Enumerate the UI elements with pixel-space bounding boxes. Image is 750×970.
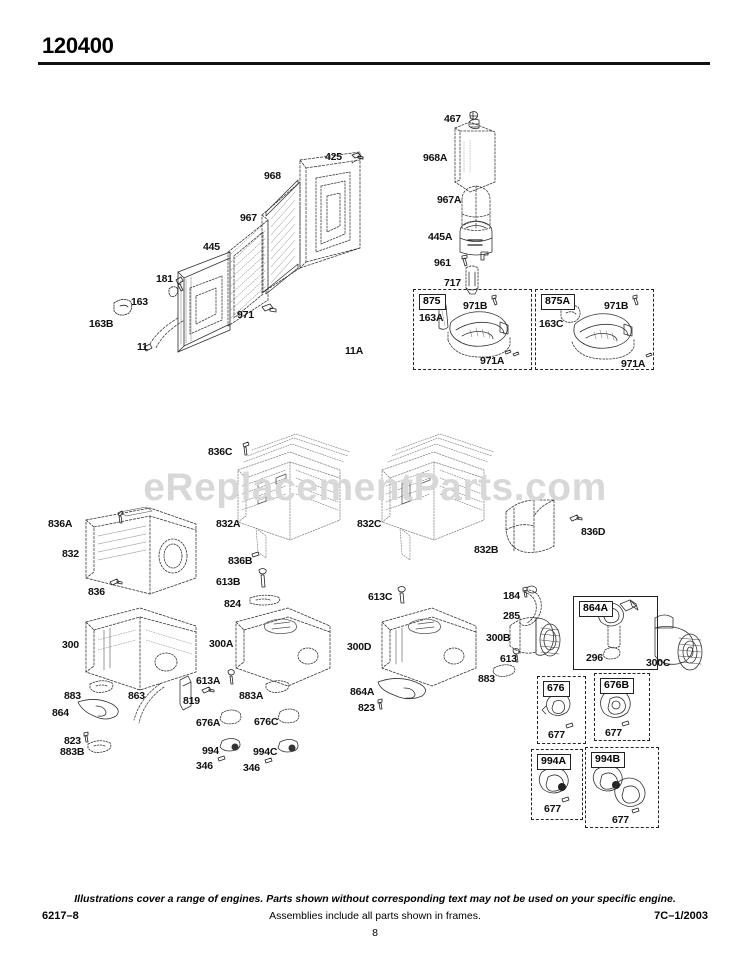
part-callout-971A: 971A (480, 355, 505, 367)
part-callout-300A: 300A (209, 638, 234, 650)
part-callout-971B: 971B (463, 300, 488, 312)
part-callout-883A: 883A (239, 690, 264, 702)
part-callout-968A: 968A (423, 152, 448, 164)
part-callout-836D: 836D (581, 526, 606, 538)
assembly-frame-676B: 676B (594, 673, 650, 741)
part-callout-181: 181 (156, 273, 173, 285)
footer-center-note: Assemblies include all parts shown in fr… (269, 910, 481, 922)
part-callout-445: 445 (203, 241, 220, 253)
part-callout-836B: 836B (228, 555, 253, 567)
footer-left-code: 6217–8 (42, 910, 79, 922)
part-callout-677: 677 (544, 803, 561, 815)
part-callout-300C: 300C (646, 657, 671, 669)
part-callout-445A: 445A (428, 231, 453, 243)
part-callout-971A: 971A (621, 358, 646, 370)
part-callout-971: 971 (237, 309, 254, 321)
part-callout-823: 823 (358, 702, 375, 714)
page-title: 120400 (42, 33, 114, 58)
frame-label-864A: 864A (579, 601, 614, 617)
assembly-frame-994A: 994A (531, 749, 583, 820)
part-callout-346: 346 (243, 762, 260, 774)
title-divider (38, 62, 710, 65)
assembly-frame-875A: 875A (535, 289, 654, 370)
part-callout-836: 836 (88, 586, 105, 598)
part-callout-163A: 163A (419, 312, 444, 324)
part-callout-836C: 836C (208, 446, 233, 458)
part-callout-883: 883 (478, 673, 495, 685)
part-callout-819: 819 (183, 695, 200, 707)
part-callout-300D: 300D (347, 641, 372, 653)
frame-label-875A: 875A (541, 294, 576, 310)
frame-label-676: 676 (543, 681, 570, 697)
part-callout-300: 300 (62, 639, 79, 651)
frame-label-676B: 676B (600, 678, 635, 694)
part-callout-883B: 883B (60, 746, 85, 758)
part-callout-11A: 11A (345, 345, 364, 357)
part-callout-717: 717 (444, 277, 461, 289)
assembly-frame-864A: 864A (573, 596, 658, 670)
part-callout-836A: 836A (48, 518, 73, 530)
part-callout-967: 967 (240, 212, 257, 224)
assembly-frame-994B: 994B (585, 747, 659, 828)
assembly-frame-676: 676 (537, 676, 586, 744)
part-callout-677: 677 (612, 814, 629, 826)
page-number: 8 (372, 927, 378, 939)
part-callout-994C: 994C (253, 746, 278, 758)
footer-disclaimer: Illustrations cover a range of engines. … (74, 893, 676, 905)
part-callout-677: 677 (548, 729, 565, 741)
part-callout-285: 285 (503, 610, 520, 622)
part-callout-832B: 832B (474, 544, 499, 556)
part-callout-677: 677 (605, 727, 622, 739)
frame-label-875: 875 (419, 294, 446, 310)
part-callout-971B: 971B (604, 300, 629, 312)
part-callout-425: 425 (325, 151, 342, 163)
part-callout-824: 824 (224, 598, 241, 610)
part-callout-967A: 967A (437, 194, 462, 206)
part-callout-864A: 864A (350, 686, 375, 698)
part-callout-613B: 613B (216, 576, 241, 588)
part-callout-613A: 613A (196, 675, 221, 687)
part-callout-968: 968 (264, 170, 281, 182)
part-callout-676C: 676C (254, 716, 279, 728)
part-callout-346: 346 (196, 760, 213, 772)
part-callout-676A: 676A (196, 717, 221, 729)
part-callout-163C: 163C (539, 318, 564, 330)
part-callout-832A: 832A (216, 518, 241, 530)
frame-label-994A: 994A (537, 754, 572, 770)
part-callout-296: 296 (586, 652, 603, 664)
part-callout-467: 467 (444, 113, 461, 125)
frame-label-994B: 994B (591, 752, 626, 768)
footer-right-code: 7C–1/2003 (654, 910, 708, 922)
part-callout-300B: 300B (486, 632, 511, 644)
part-callout-613C: 613C (368, 591, 393, 603)
part-callout-864: 864 (52, 707, 69, 719)
part-callout-184: 184 (503, 590, 520, 602)
part-callout-883: 883 (64, 690, 81, 702)
part-callout-613: 613 (500, 653, 517, 665)
part-callout-994: 994 (202, 745, 219, 757)
assembly-frame-875: 875 (413, 289, 532, 370)
part-callout-823: 823 (64, 735, 81, 747)
part-callout-163B: 163B (89, 318, 114, 330)
part-callout-832C: 832C (357, 518, 382, 530)
part-callout-863: 863 (128, 690, 145, 702)
part-callout-961: 961 (434, 257, 451, 269)
part-callout-163: 163 (131, 296, 148, 308)
part-callout-11: 11 (137, 341, 148, 353)
part-callout-832: 832 (62, 548, 79, 560)
